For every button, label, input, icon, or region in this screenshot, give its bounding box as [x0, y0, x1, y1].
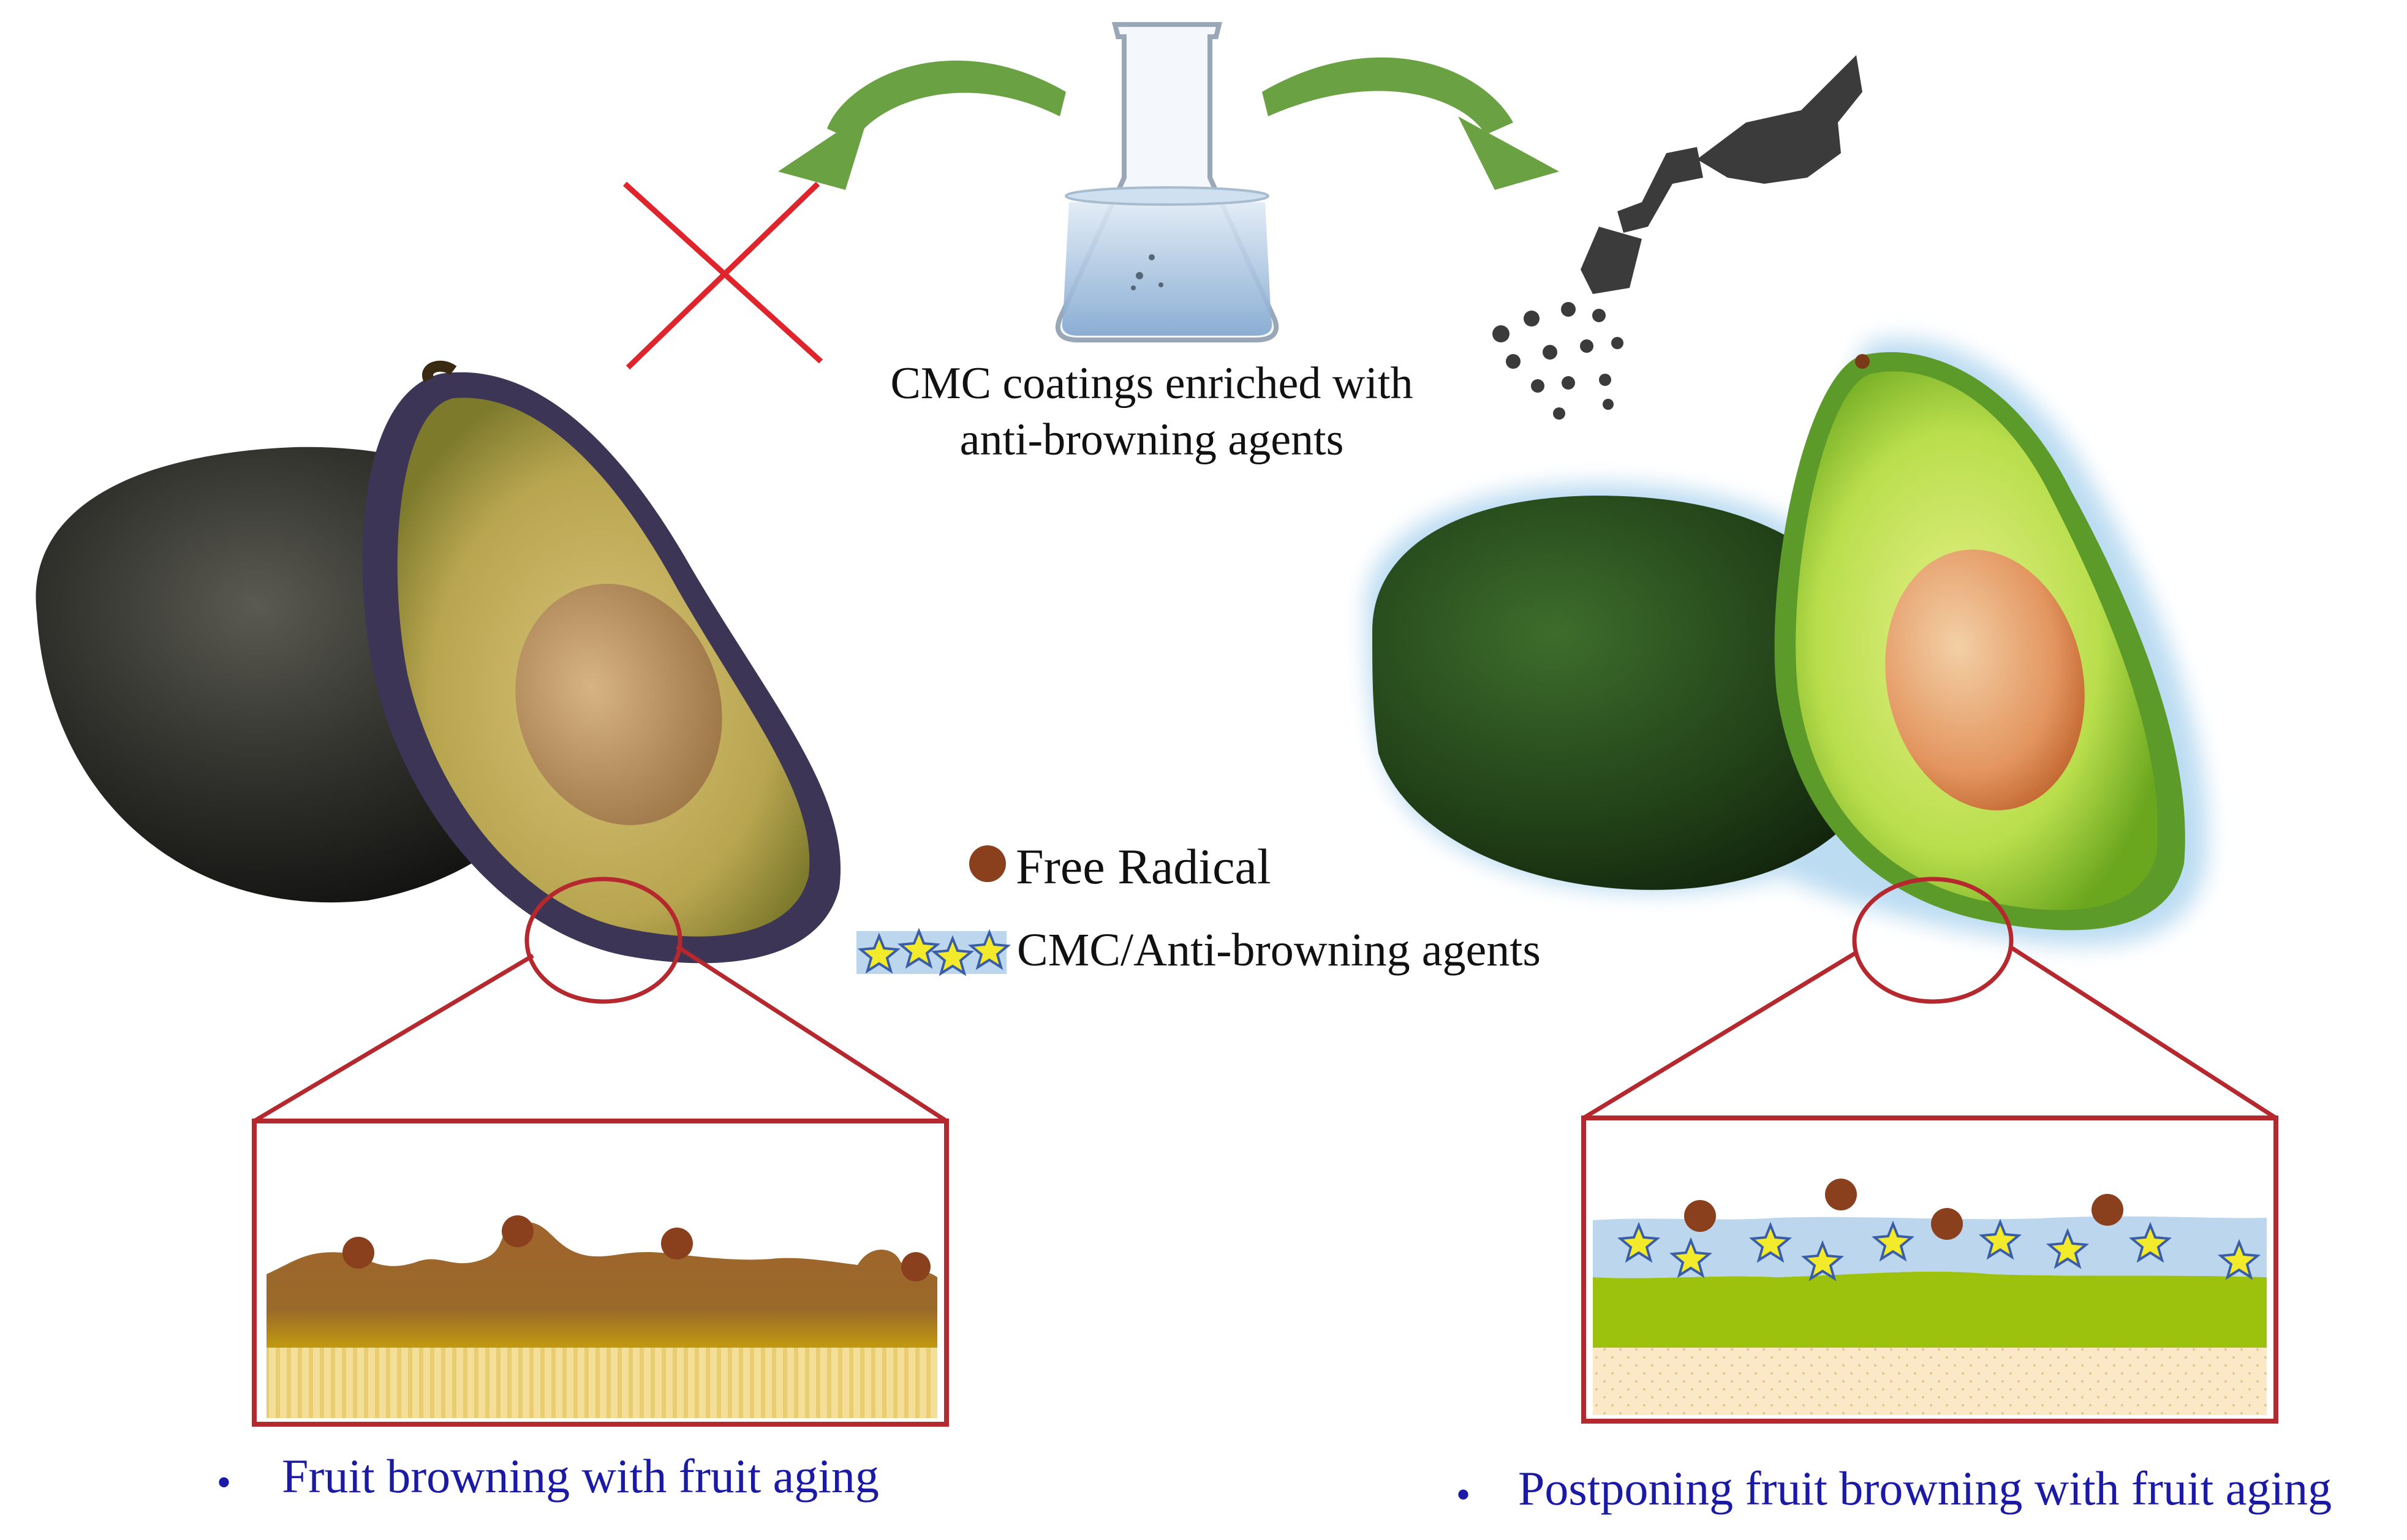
legend-free-radical-label: Free Radical: [1016, 839, 1271, 894]
coated-avocado-stem: [1855, 354, 1870, 369]
browned-surface-detail: [266, 1215, 937, 1418]
browned-avocado-illustration: [36, 360, 841, 964]
right-outcome-text: Postponing fruit browning with fruit agi…: [1518, 1462, 2332, 1515]
left-outcome-text: Fruit browning with fruit aging: [282, 1449, 879, 1503]
spray-hand-icon: [1492, 55, 1862, 420]
left-bullet: •: [217, 1462, 231, 1503]
right-bullet: •: [1457, 1474, 1470, 1515]
coated-avocado-pit: [1885, 549, 2085, 810]
coating-caption: CMC coatings enriched with anti-browning…: [845, 355, 1458, 468]
browned-avocado-pit: [515, 584, 722, 825]
coated-avocado-whole: [1372, 496, 1895, 890]
flask-icon: [1055, 22, 1279, 342]
legend-cmc-swatch: [856, 927, 1011, 976]
legend-cmc-label: CMC/Anti-browning agents: [1017, 924, 1541, 976]
coating-caption-line1: CMC coatings enriched with: [890, 358, 1413, 409]
coated-avocado-illustration: [1366, 339, 2208, 946]
arrow-to-untreated: [778, 60, 1066, 190]
coated-surface-detail: [1593, 1179, 2267, 1415]
arrow-to-treated: [1262, 57, 1559, 190]
coating-caption-line2: anti-browning agents: [959, 415, 1344, 465]
browned-avocado-stem: [422, 360, 457, 383]
red-cross-icon: [622, 181, 823, 370]
legend-radical-dot: [969, 845, 1006, 882]
